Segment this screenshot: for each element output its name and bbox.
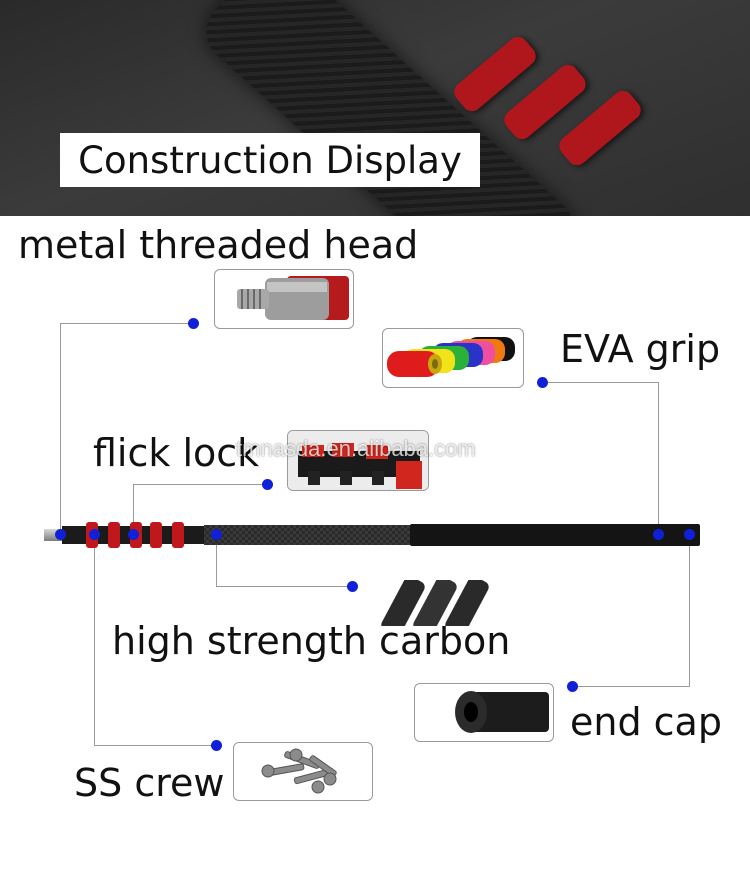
thumb-metal-threaded-head (214, 269, 354, 329)
leader-line (658, 382, 659, 533)
leader-line (60, 323, 194, 324)
label-eva-grip: EVA grip (560, 327, 721, 371)
watermark-text: tmnasda.en.alibaba.com (236, 436, 476, 461)
label-high-strength-carbon: high strength carbon (112, 619, 511, 663)
leader-line (572, 686, 690, 687)
end-cap-image (455, 691, 549, 733)
leader-line (133, 484, 267, 485)
leader-line (216, 586, 352, 587)
thumb-eva-grip (382, 328, 524, 388)
leader-line (94, 745, 216, 746)
marker-dot-carbon-pole (211, 529, 222, 540)
flick-lock-image (288, 431, 428, 490)
marker-dot-end-cap-thumb (567, 681, 578, 692)
label-ss-crew: SS crew (74, 761, 225, 805)
marker-dot-flick-lock-thumb (262, 479, 273, 490)
marker-dot-threaded-head-thumb (188, 318, 199, 329)
marker-dot-ss-crew-pole (89, 529, 100, 540)
header-banner: Construction Display (0, 0, 750, 216)
leader-line (94, 535, 95, 746)
leader-line (60, 323, 61, 533)
label-metal-threaded-head: metal threaded head (18, 223, 419, 267)
thumb-ss-screws (233, 742, 373, 801)
telescopic-pole (44, 522, 700, 548)
leader-line (216, 535, 217, 587)
ss-screws-image (261, 748, 337, 794)
marker-dot-flick-lock-pole (128, 529, 139, 540)
marker-dot-eva-grip-thumb (537, 377, 548, 388)
label-flick-lock: flick lock (93, 431, 260, 475)
threaded-head-image (237, 276, 349, 320)
marker-dot-carbon-thumb (347, 581, 358, 592)
eva-grip-image (387, 337, 515, 377)
marker-dot-eva-grip-pole (653, 529, 664, 540)
marker-dot-end-cap-pole (684, 529, 695, 540)
leader-line (689, 535, 690, 687)
banner-title: Construction Display (60, 133, 480, 187)
thumb-carbon-tubes (372, 580, 509, 626)
carbon-tubes-image (381, 580, 489, 626)
label-end-cap: end cap (570, 700, 722, 744)
marker-dot-ss-crew-thumb (211, 740, 222, 751)
leader-line (133, 484, 134, 534)
leader-line (543, 382, 659, 383)
thumb-flick-lock (287, 430, 429, 491)
thumb-end-cap (414, 683, 554, 742)
marker-dot-threaded-head-pole (55, 529, 66, 540)
